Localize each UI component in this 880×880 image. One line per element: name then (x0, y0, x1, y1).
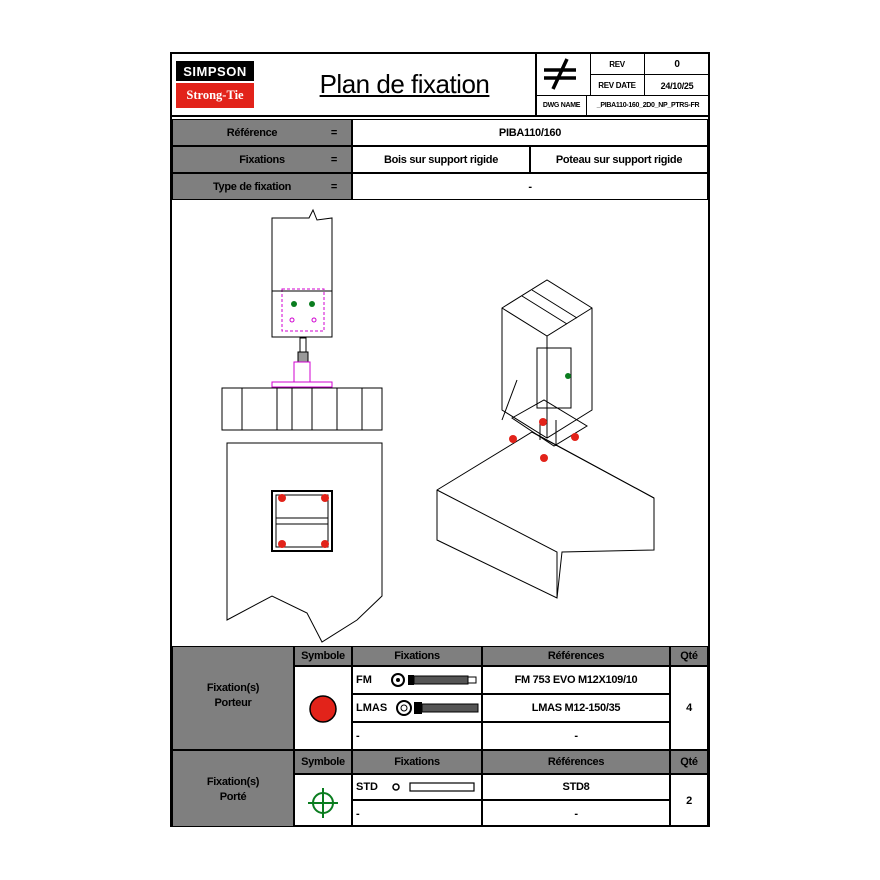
table1-label-line2: Porteur (214, 697, 252, 709)
table1-col-qte: Qté (670, 646, 708, 666)
info-reference-label: Référence = (172, 119, 352, 146)
anchor-marks-top-view (278, 494, 329, 548)
support-top-view (226, 442, 383, 643)
table2-qte-value: 2 (670, 774, 708, 827)
table1-label-line1: Fixation(s) (206, 682, 260, 694)
fixations-label: Fixations (239, 153, 285, 166)
info-fixations-label: Fixations = (172, 146, 352, 173)
type-label: Type de fixation (212, 180, 292, 193)
equals-sign: = (330, 180, 337, 193)
grid-line (590, 54, 591, 96)
equals-sign: = (330, 126, 337, 139)
logo-strong-tie: Strong-Tie (176, 83, 254, 108)
table2-col-symbole: Symbole (294, 750, 352, 774)
header-divider (535, 54, 537, 116)
table1-col-fixations: Fixations (352, 646, 482, 666)
table2-label-line2: Porté (219, 791, 247, 803)
reference-value: PIBA110/160 (352, 119, 708, 146)
reference-label: Référence (226, 126, 278, 139)
type-value: - (352, 173, 708, 200)
header-bottom-line (172, 115, 708, 117)
post-isometric (501, 279, 593, 439)
table2-col-references: Références (482, 750, 670, 774)
anchor-lmas-icon (396, 700, 479, 716)
grid-line (586, 95, 587, 115)
support-side-view (221, 387, 383, 431)
info-type-label: Type de fixation = (172, 173, 352, 200)
logo-simpson: SIMPSON (176, 61, 254, 81)
table1-symbol-cell (294, 666, 352, 750)
rev-date-label: REV DATE (598, 81, 636, 90)
fixations-value-1: Bois sur support rigide (352, 146, 530, 173)
pin-marks-side (289, 301, 317, 323)
post-side-view (271, 208, 333, 338)
red-circle-symbol-icon (309, 695, 337, 723)
table2-col-qte: Qté (670, 750, 708, 774)
table1-row-label: Fixation(s) Porteur (172, 646, 294, 750)
crosshair-symbol-icon (308, 788, 338, 818)
rev-label: REV (609, 60, 625, 69)
rev-date-value: 24/10/25 (660, 80, 694, 91)
anchor-marks-isometric (509, 418, 579, 462)
table1-fix-cell: LMAS (352, 694, 482, 722)
table2-symbol-cell (294, 774, 352, 827)
grid-line (590, 74, 710, 75)
table1-ref-cell: - (482, 722, 670, 750)
page-title: Plan de fixation (319, 68, 490, 99)
fix-name: STD (356, 781, 378, 793)
table2-fix-cell: STD (352, 774, 482, 800)
staple-std-icon (392, 782, 475, 792)
table2-ref-cell: STD8 (482, 774, 670, 800)
grid-line (537, 95, 710, 96)
rev-value: 0 (674, 59, 680, 70)
dwg-name-label: DWG NAME (542, 101, 581, 109)
table2-row-label: Fixation(s) Porté (172, 750, 294, 827)
pin-mark-isometric (565, 373, 571, 379)
table2-col-fixations: Fixations (352, 750, 482, 774)
drawing-sheet: SIMPSON Strong-Tie Plan de fixation REV … (170, 52, 710, 827)
table1-col-symbole: Symbole (294, 646, 352, 666)
fix-name: LMAS (356, 702, 388, 714)
table1-fix-cell: - (352, 722, 482, 750)
bracket-plate-side (281, 288, 325, 332)
table2-fix-cell: - (352, 800, 482, 827)
anchor-fm-icon (391, 673, 477, 687)
table1-ref-cell: LMAS M12-150/35 (482, 694, 670, 722)
table2-ref-cell: - (482, 800, 670, 827)
fixations-value-2: Poteau sur support rigide (530, 146, 708, 173)
grid-line (644, 54, 645, 96)
table1-fix-cell: FM (352, 666, 482, 694)
table1-col-references: Références (482, 646, 670, 666)
base-plate-top-view (271, 490, 333, 552)
dwg-name-value: _PIBA110-160_2D0_NP_PTRS-FR (596, 101, 700, 109)
fix-name: FM (356, 674, 372, 686)
technical-drawing (221, 208, 655, 643)
table1-qte-value: 4 (670, 666, 708, 750)
equals-sign: = (330, 153, 337, 166)
table1-ref-cell: FM 753 EVO M12X109/10 (482, 666, 670, 694)
not-equal-icon (537, 56, 583, 92)
table2-label-line1: Fixation(s) (206, 776, 260, 788)
